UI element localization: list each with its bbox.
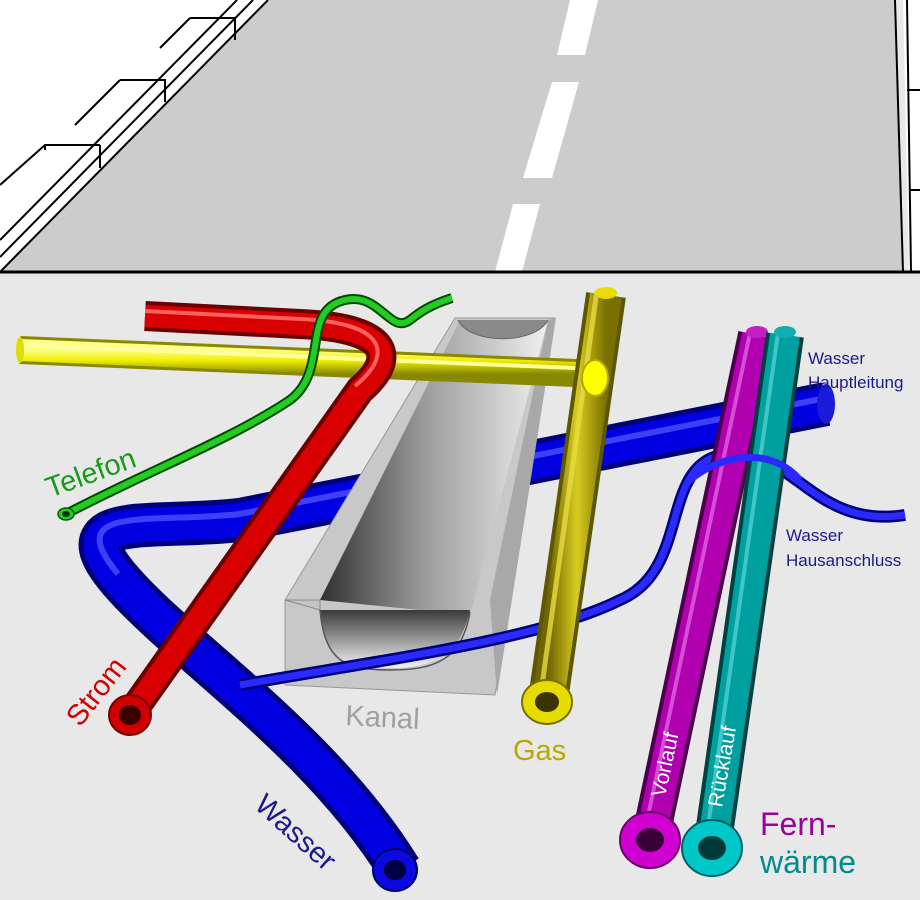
supply-pipe-end [619, 811, 681, 869]
sidewalk-right [903, 0, 920, 272]
telephone-cable-end [57, 507, 75, 521]
water-service-pipe [238, 447, 906, 691]
pipe-ends [57, 507, 743, 892]
curb-right [894, 0, 920, 273]
road-asphalt [0, 0, 903, 272]
label-wasser-hauptleitung-1: Wasser [808, 349, 865, 368]
water-pipe-end [372, 848, 418, 892]
water-main-pipe [78, 382, 835, 882]
label-fernwaerme-2: wärme [759, 844, 856, 880]
label-wasser-hauptleitung-2: Hauptleitung [808, 373, 903, 392]
label-gas: Gas [513, 735, 566, 767]
telephone-cable [63, 293, 454, 519]
water-service-front-segment [687, 454, 803, 483]
return-pipe-end [681, 819, 743, 877]
district-heating-supply-pipe [631, 326, 776, 844]
gas-pipe-end [521, 679, 573, 725]
label-fernwaerme-1: Fern- [760, 806, 836, 842]
lane-markings [495, 0, 598, 272]
curb-left [0, 0, 269, 273]
label-wasser-hausanschluss-2: Hausanschluss [786, 551, 901, 570]
gas-service-pipe [528, 287, 626, 703]
pipes [16, 287, 906, 882]
power-cable-end [108, 694, 152, 736]
label-kanal: Kanal [345, 700, 421, 736]
label-wasser-hausanschluss-1: Wasser [786, 526, 843, 545]
district-heating-return-pipe [693, 326, 804, 851]
